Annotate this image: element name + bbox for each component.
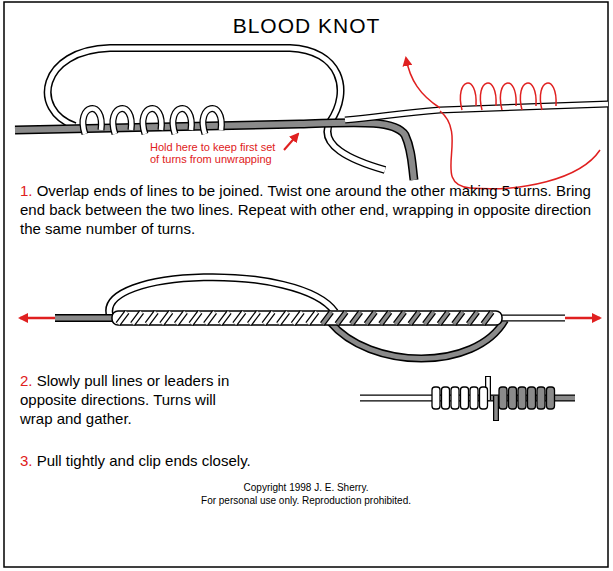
twist	[395, 312, 404, 324]
twist	[191, 312, 200, 324]
twist	[337, 312, 346, 324]
twist	[249, 312, 258, 324]
twist	[308, 312, 317, 324]
coil-wrap	[537, 387, 545, 409]
step1-figure	[15, 48, 608, 189]
coil-turn	[203, 109, 221, 134]
twist	[162, 312, 171, 324]
step-text: Overlap ends of lines to be joined. Twis…	[20, 182, 591, 237]
twist	[366, 312, 375, 324]
coil-wrap	[451, 387, 459, 409]
twist	[381, 312, 390, 324]
coil-wrap	[509, 387, 517, 409]
red-coil	[480, 83, 496, 110]
twist	[439, 312, 448, 324]
frame	[4, 2, 608, 567]
coil-wrap	[442, 387, 450, 409]
twist	[176, 312, 185, 324]
coil-turn	[113, 109, 131, 134]
text-block: Hold here to keep first set of turns fro…	[150, 141, 280, 165]
twist	[454, 312, 463, 324]
step3-figure	[360, 376, 575, 421]
text-block: 1. Overlap ends of lines to be joined. T…	[20, 182, 595, 238]
twist	[352, 312, 361, 324]
twist	[176, 312, 185, 324]
coil-turn	[113, 109, 131, 134]
twist	[249, 312, 258, 324]
twist	[220, 312, 229, 324]
coil-wrap	[432, 387, 440, 409]
twist	[308, 312, 317, 324]
twist	[264, 312, 273, 324]
twist	[147, 312, 156, 324]
text-block: Copyright 1998 J. E. Sherry.	[106, 482, 506, 494]
coil-turn	[83, 109, 101, 134]
twist	[293, 312, 302, 324]
twist	[206, 312, 215, 324]
coil-turn	[143, 109, 161, 134]
twist	[468, 312, 477, 324]
twist	[395, 312, 404, 324]
twist	[264, 312, 273, 324]
twist	[366, 312, 375, 324]
twist	[410, 312, 419, 324]
twist	[293, 312, 302, 324]
twist	[454, 312, 463, 324]
coil-wrap	[528, 387, 536, 409]
twist	[322, 312, 331, 324]
twist	[322, 312, 331, 324]
twist	[381, 312, 390, 324]
coil-turn	[83, 109, 101, 134]
red-coil	[540, 83, 556, 110]
red-coil	[460, 83, 476, 110]
coil-turn	[143, 109, 161, 134]
step-text: Slowly pull lines or leaders in opposite…	[20, 372, 229, 427]
step2-figure	[20, 277, 600, 358]
twist	[220, 312, 229, 324]
title: BLOOD KNOT	[0, 14, 613, 38]
text-block: 3. Pull tightly and clip ends closely.	[20, 452, 440, 471]
step-number: 1.	[20, 182, 33, 199]
coil-wrap	[518, 387, 526, 409]
coil-turn	[173, 109, 191, 134]
coil-wrap	[461, 387, 469, 409]
twist	[235, 312, 244, 324]
twist	[206, 312, 215, 324]
twist	[483, 312, 492, 324]
coil-wrap	[470, 387, 478, 409]
red-coil	[520, 83, 536, 110]
twist	[352, 312, 361, 324]
coil-wrap	[499, 387, 507, 409]
twist	[133, 312, 142, 324]
coil-turn	[173, 109, 191, 134]
twist	[235, 312, 244, 324]
twist	[147, 312, 156, 324]
twist	[425, 312, 434, 324]
text-block: For personal use only. Reproduction proh…	[106, 495, 506, 507]
step-number: 2.	[20, 372, 33, 389]
twist	[191, 312, 200, 324]
twist	[162, 312, 171, 324]
twist	[337, 312, 346, 324]
twist	[279, 312, 288, 324]
step-text: Pull tightly and clip ends closely.	[37, 452, 251, 469]
twist	[279, 312, 288, 324]
twist	[468, 312, 477, 324]
twist	[439, 312, 448, 324]
text-block: 2. Slowly pull lines or leaders in oppos…	[20, 372, 245, 428]
twist	[118, 312, 127, 324]
twist	[425, 312, 434, 324]
twist	[410, 312, 419, 324]
copyright: Copyright 1998 J. E. Sherry.	[244, 482, 369, 493]
twist	[133, 312, 142, 324]
coil-turn	[203, 109, 221, 134]
coil-wrap	[547, 387, 555, 409]
callout-note: Hold here to keep first set of turns fro…	[150, 141, 275, 165]
red-coil	[500, 83, 516, 110]
copyright: For personal use only. Reproduction proh…	[201, 495, 411, 506]
twist	[118, 312, 127, 324]
coil-wrap	[480, 387, 488, 409]
step-number: 3.	[20, 452, 33, 469]
twist	[483, 312, 492, 324]
